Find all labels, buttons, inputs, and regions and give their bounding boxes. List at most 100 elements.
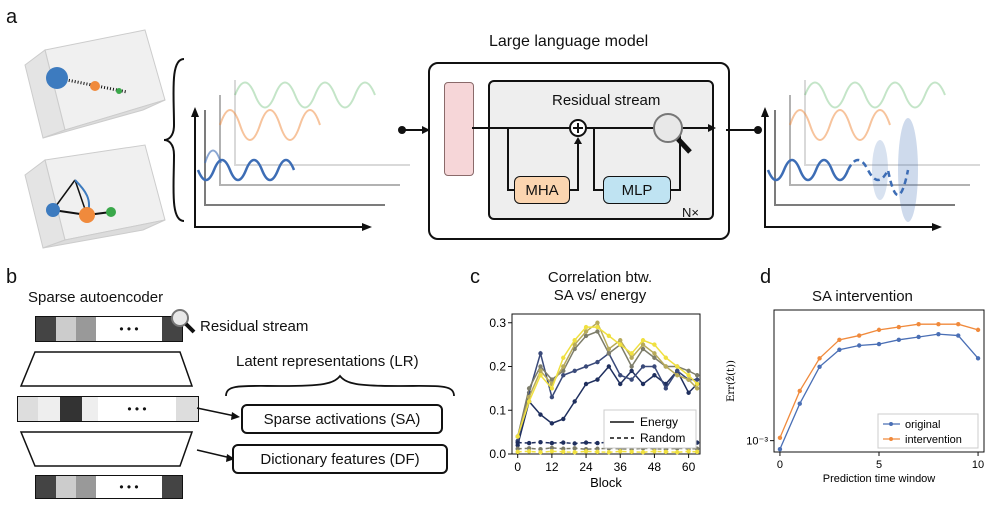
energy-point <box>652 342 657 347</box>
energy-point <box>640 342 646 347</box>
y-tick-label: 0.2 <box>489 360 506 374</box>
x-tick-label: 24 <box>579 460 593 474</box>
random-point <box>526 446 532 451</box>
encoder-trapezoid <box>19 351 194 387</box>
energy-point <box>583 364 589 369</box>
reconstruction-bar: • • • <box>35 475 183 499</box>
latent-bar: • • • <box>17 396 199 422</box>
y-tick-label: 0.0 <box>489 447 506 461</box>
curly-brace <box>163 58 185 222</box>
spring-system-3d-box <box>24 29 166 139</box>
energy-point <box>595 320 600 325</box>
energy-point <box>629 377 634 382</box>
energy-point <box>572 368 577 374</box>
energy-point <box>561 364 566 369</box>
random-point <box>526 440 532 446</box>
random-point <box>572 450 577 455</box>
dictionary-features-box: Dictionary features (DF) <box>232 444 448 474</box>
x-tick-label: 0 <box>777 459 783 471</box>
original-point <box>936 331 941 337</box>
energy-point <box>686 390 691 395</box>
latent-brace <box>225 374 455 397</box>
intervention-point <box>876 327 882 333</box>
energy-point <box>583 333 589 339</box>
latent-representations-label: Latent representations (LR) <box>236 353 419 370</box>
original-point <box>856 343 862 348</box>
legend-intervention-label: intervention <box>905 434 962 446</box>
energy-point <box>538 412 543 417</box>
chart-d-title: SA intervention <box>812 288 913 305</box>
energy-point <box>538 364 543 369</box>
energy-point <box>652 364 657 369</box>
original-point <box>876 341 882 347</box>
repeat-label: N× <box>682 205 699 220</box>
energy-point <box>686 368 691 374</box>
energy-point <box>606 364 612 369</box>
intervention-point <box>936 322 941 327</box>
x-tick-label: 0 <box>514 460 521 474</box>
random-point <box>526 449 532 454</box>
bar-dots: • • • <box>96 317 162 341</box>
energy-point <box>583 324 589 330</box>
legend-intervention-marker <box>889 437 893 441</box>
original-point <box>817 364 822 369</box>
original-point <box>916 334 921 340</box>
random-point <box>549 445 555 451</box>
intervention-point <box>956 322 961 327</box>
legend-original-marker <box>889 422 893 426</box>
x-tick-label: 12 <box>545 460 559 474</box>
energy-point <box>515 434 520 439</box>
small-mass-ball <box>116 88 122 94</box>
energy-point <box>629 351 634 356</box>
random-point <box>538 439 543 445</box>
energy-point <box>640 338 646 343</box>
large-mass-ball <box>46 67 68 89</box>
energy-point <box>640 381 646 387</box>
intervention-point <box>837 337 842 343</box>
random-point <box>583 440 589 445</box>
energy-point <box>595 377 600 382</box>
energy-point <box>694 381 700 387</box>
energy-point <box>640 364 646 369</box>
energy-point <box>572 399 577 404</box>
energy-point <box>606 351 612 356</box>
random-point <box>561 440 566 445</box>
energy-point <box>561 373 566 378</box>
energy-point <box>652 351 657 356</box>
input-arrow <box>398 126 430 134</box>
random-point <box>595 449 600 455</box>
random-point <box>629 449 634 455</box>
encoder-decoder-shapes <box>19 351 194 467</box>
energy-point <box>675 368 680 374</box>
legend-original-label: original <box>905 419 940 431</box>
energy-point <box>675 364 680 369</box>
random-point <box>595 446 600 451</box>
random-point <box>561 446 566 451</box>
random-point <box>595 440 600 446</box>
input-time-series <box>191 80 410 231</box>
mha-block: MHA <box>514 176 570 204</box>
intervention-point <box>817 356 822 361</box>
energy-point <box>663 386 669 391</box>
panel-d-letter: d <box>760 266 772 288</box>
energy-point <box>629 368 634 374</box>
random-point <box>515 446 520 451</box>
random-point <box>515 440 520 445</box>
chart-c-title: Correlation btw. SA vs/ energy <box>520 269 680 305</box>
panel-c-letter: c <box>470 266 480 288</box>
chart-c-legend <box>603 409 697 449</box>
energy-point <box>652 355 657 360</box>
energy-point <box>595 329 600 334</box>
x-tick-label: 5 <box>876 459 882 471</box>
energy-point <box>526 399 532 404</box>
energy-point <box>629 364 634 369</box>
energy-point <box>663 364 669 369</box>
residual-stream-label: Residual stream <box>552 92 661 109</box>
sparse-activations-box: Sparse activations (SA) <box>241 404 443 434</box>
energy-point <box>694 377 700 382</box>
sae-magnifier-icon <box>171 309 196 334</box>
energy-point <box>618 338 623 343</box>
energy-point <box>595 359 600 365</box>
y-tick-label: 0.3 <box>489 316 506 330</box>
energy-point <box>561 355 566 360</box>
